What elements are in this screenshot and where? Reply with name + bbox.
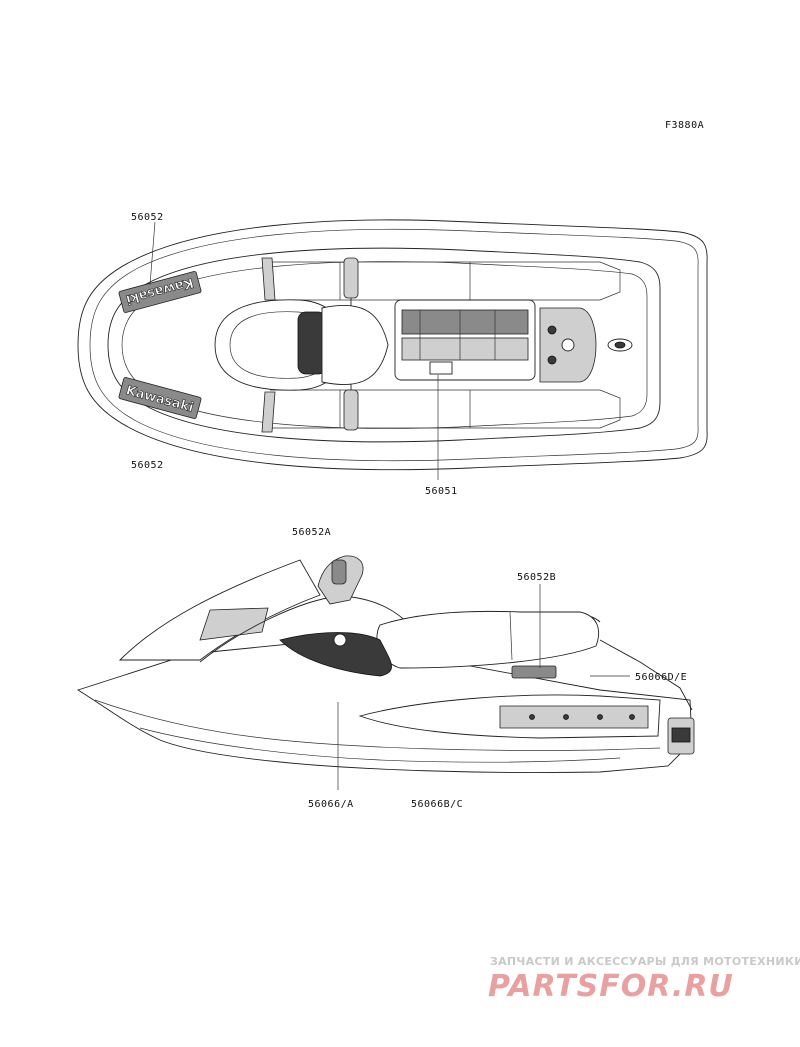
label-56051: 56051 [425, 486, 458, 497]
label-56052-upper: 56052 [131, 212, 164, 223]
watermark: ЗАПЧАСТИ И АКСЕССУАРЫ ДЛЯ МОТОТЕХНИКИ PA… [488, 955, 800, 1004]
watermark-brand: PARTSFOR.RU [488, 969, 734, 1004]
label-56052-lower: 56052 [131, 460, 164, 471]
label-56066de: 56066D/E [635, 672, 687, 683]
figure-code: F3880A [665, 120, 704, 131]
label-56052b: 56052B [517, 572, 556, 583]
label-56052a: 56052A [292, 527, 331, 538]
leader-top-left-upper [149, 221, 156, 286]
top-view-jetski: Kawasaki Kawasaki [77, 219, 708, 471]
side-view-jetski [76, 555, 695, 773]
deck-decal-upper: Kawasaki [118, 271, 202, 313]
label-56066bc: 56066B/C [411, 799, 463, 810]
watermark-subtitle: ЗАПЧАСТИ И АКСЕССУАРЫ ДЛЯ МОТОТЕХНИКИ [490, 955, 800, 968]
label-56066a: 56066/A [308, 799, 354, 810]
